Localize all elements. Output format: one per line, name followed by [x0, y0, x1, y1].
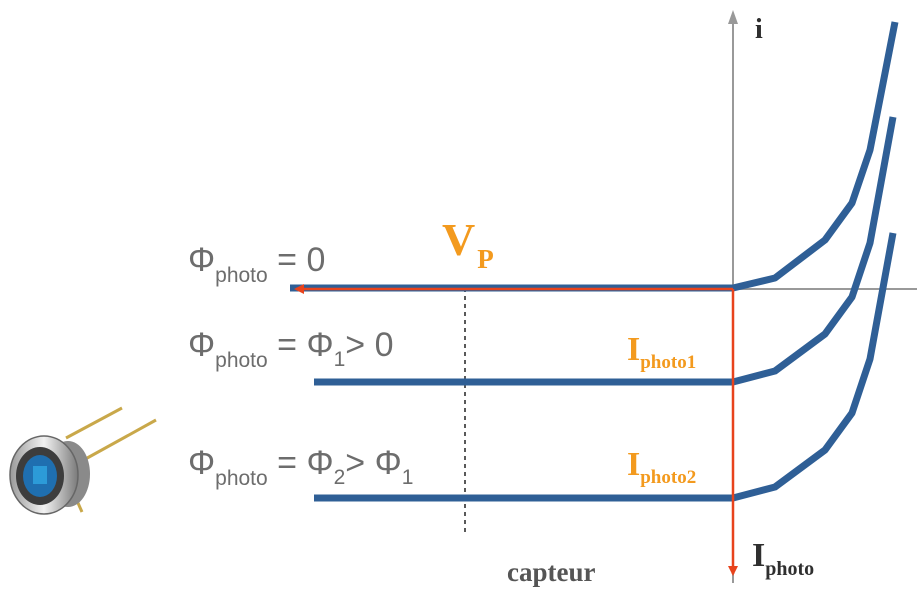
iv-curve-dark — [290, 21, 899, 292]
phi1-label: Φphoto = Φ1> 0 — [188, 326, 393, 372]
iphoto-axis-label: Iphoto — [752, 537, 814, 580]
phi2-label: Φphoto = Φ2> Φ1 — [188, 444, 413, 490]
vp-label: VP — [442, 214, 494, 274]
photodiode-component-icon — [9, 406, 157, 515]
axis-i-label: i — [755, 14, 763, 45]
vertical-axis-arrowhead — [728, 10, 738, 24]
iphoto1-label: Iphoto1 — [627, 331, 696, 373]
iphoto2-label: Iphoto2 — [627, 446, 696, 488]
phi-dark-label: Φphoto = 0 — [188, 241, 325, 287]
iv-curve-phi1 — [314, 116, 897, 386]
capteur-label: capteur — [507, 557, 595, 587]
